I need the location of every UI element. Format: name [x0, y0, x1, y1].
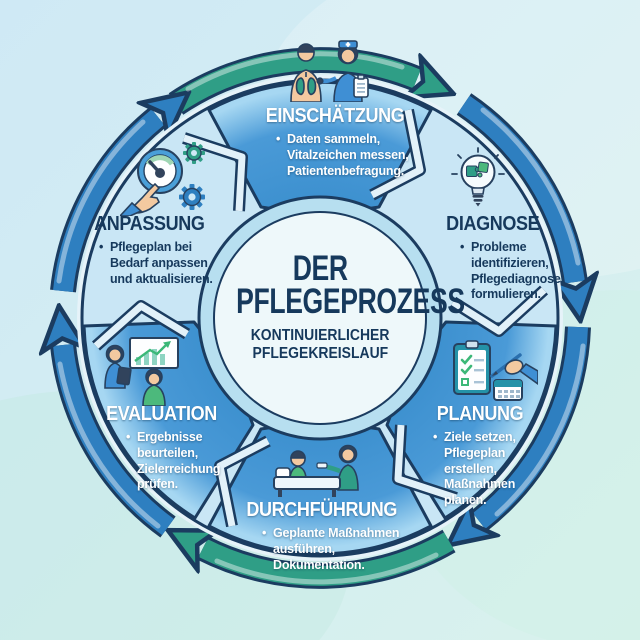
outer-cycle-arrows	[53, 47, 588, 589]
center-title: DER PFLEGEPROZESS KONTINUIERLICHER PFLEG…	[200, 249, 465, 362]
gauge-gears-adjustment-icon	[120, 142, 205, 216]
growth-chart-consultation-icon	[104, 337, 179, 406]
stage-details-anpassung: • Pflegeplan bei Bedarf anpassen und akt…	[99, 240, 213, 286]
cycle-arrow-left-lower-blue	[63, 345, 174, 536]
cycle-arrow-left-upper-blue	[53, 117, 158, 293]
stage-planung: PLANUNG • Ziele setzen, Pflegeplan erste…	[420, 404, 540, 509]
checklist-pen-calendar-icon	[453, 340, 538, 401]
bullet: •	[460, 240, 465, 254]
bullet: •	[126, 430, 131, 444]
bullet: •	[262, 526, 267, 540]
stage-details-durchfuehrung: • Geplante Maßnahmen ausführen, Dokument…	[262, 526, 400, 572]
stage-durchfuehrung: DURCHFÜHRUNG • Geplante Maßnahmen ausfüh…	[236, 500, 408, 573]
stage-einschaetzung: EINSCHÄTZUNG • Daten sammeln, Vitalzeich…	[238, 106, 433, 179]
stage-title-durchfuehrung: DURCHFÜHRUNG	[246, 499, 398, 521]
bedside-care-icon	[273, 444, 359, 497]
lightbulb-puzzle-icon	[451, 147, 505, 207]
chevron-separators	[92, 108, 549, 528]
center-title-line1: DER	[292, 249, 348, 288]
cycle-arrow-right-upper-blue	[458, 95, 575, 282]
center-circle	[213, 211, 427, 425]
center-subtitle-line2: PFLEGEKREISLAUF	[252, 344, 388, 362]
stage-title-anpassung: ANPASSUNG	[93, 213, 205, 235]
stage-title-einschaetzung: EINSCHÄTZUNG	[266, 105, 405, 127]
stage-diagnose: DIAGNOSE • Probleme identifizieren, Pfle…	[430, 213, 561, 303]
stage-evaluation: EVALUATION • Ergebnisse beurteilen, Ziel…	[95, 404, 229, 493]
stage-title-evaluation: EVALUATION	[106, 403, 218, 425]
gear-large	[179, 184, 205, 210]
stage-details-planung: • Ziele setzen, Pflegeplan erstellen, Ma…	[433, 430, 516, 507]
stage-details-diagnose: • Probleme identifizieren, Pflegediagnos…	[460, 240, 561, 302]
stage-details-einschaetzung: • Daten sammeln, Vitalzeichen messen, Pa…	[276, 132, 409, 178]
stage-title-diagnose: DIAGNOSE	[445, 213, 540, 235]
gear-small	[183, 142, 205, 164]
bullet: •	[99, 240, 104, 254]
cycle-arrow-top-teal	[170, 50, 417, 113]
nurse-examining-patient-icon	[290, 40, 369, 102]
bullet: •	[276, 132, 281, 146]
center-title-line2: PFLEGEPROZESS	[236, 282, 465, 321]
cycle-arrow-bottom-teal	[203, 541, 455, 586]
stage-title-planung: PLANUNG	[436, 403, 524, 425]
stage-anpassung: ANPASSUNG • Pflegeplan bei Bedarf anpass…	[85, 214, 213, 287]
stage-details-evaluation: • Ergebnisse beurteilen, Zielerreichung …	[126, 430, 221, 492]
bullet: •	[433, 430, 438, 444]
cycle-arrow-right-lower-blue	[479, 326, 588, 521]
center-subtitle-line1: KONTINUIERLICHER	[250, 327, 390, 344]
